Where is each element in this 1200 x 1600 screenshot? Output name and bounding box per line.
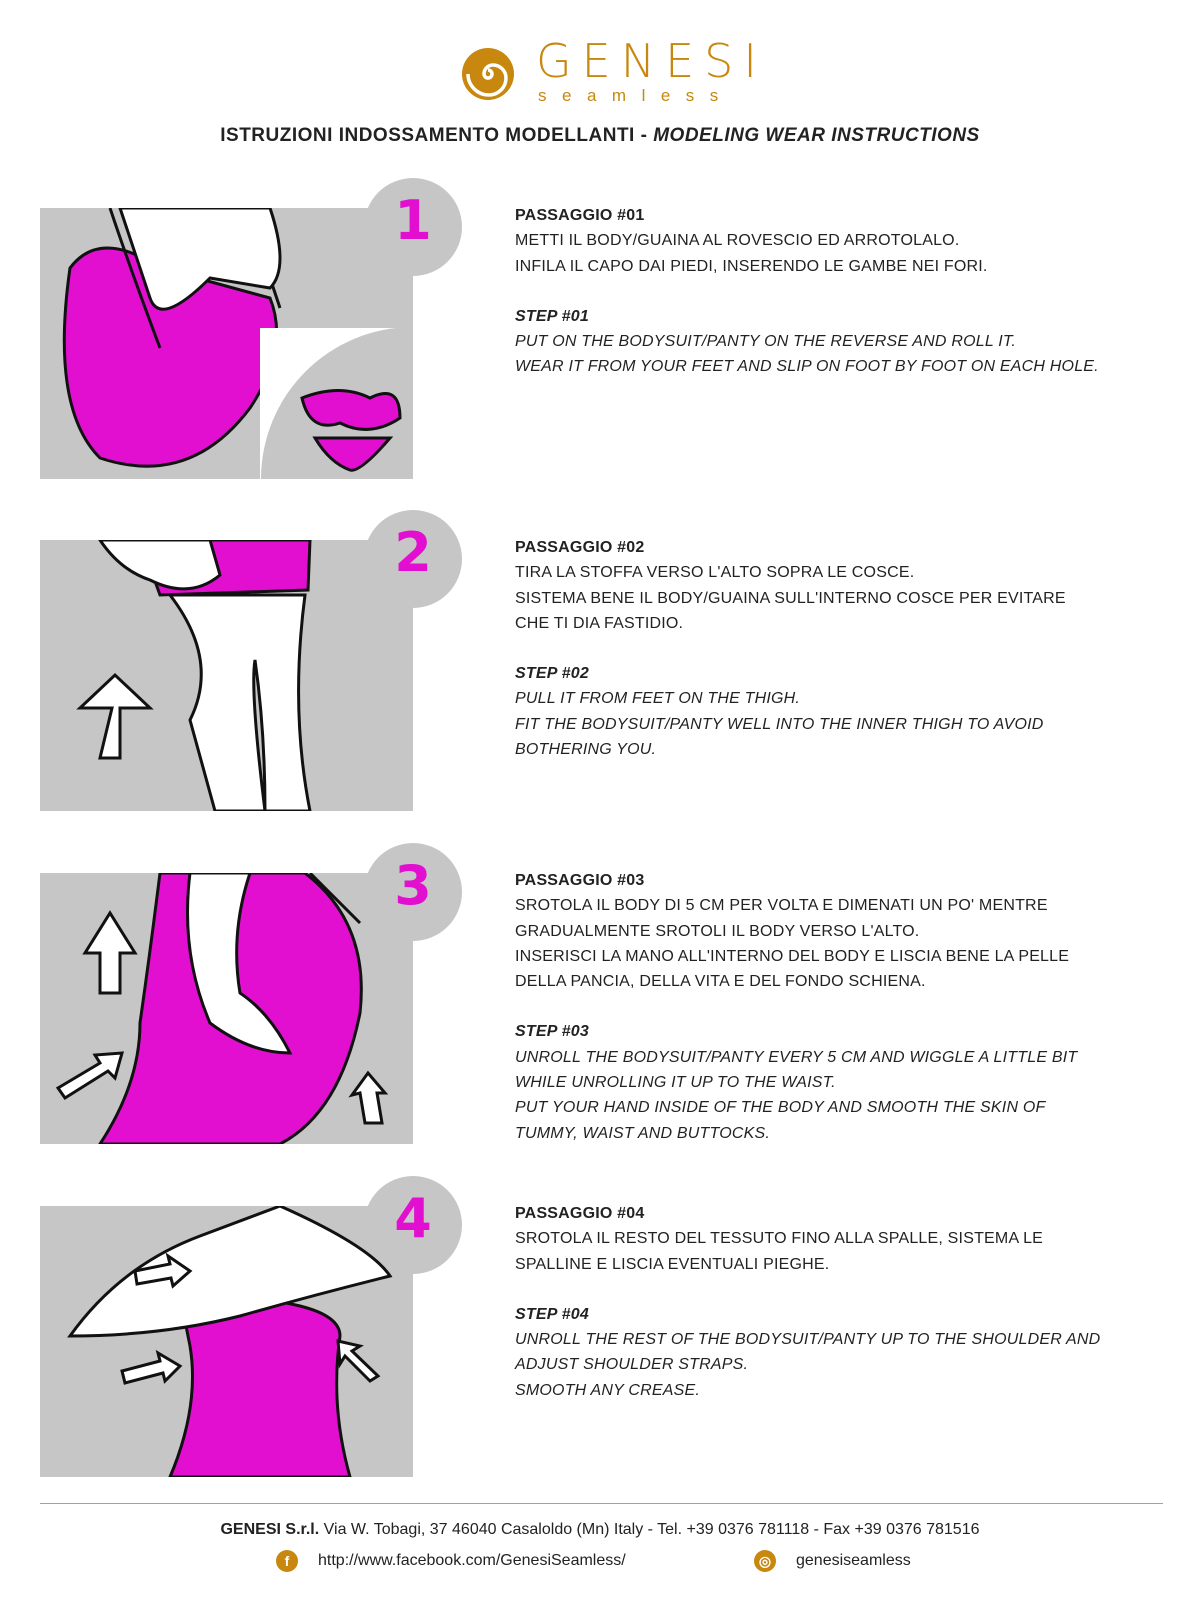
instruction-line-italian: SISTEMA BENE IL BODY/GUAINA SULL'INTERNO… [515, 589, 1066, 607]
footer-address: GENESI S.r.l. Via W. Tobagi, 37 46040 Ca… [0, 1521, 1200, 1539]
facebook-url[interactable]: http://www.facebook.com/GenesiSeamless/ [318, 1552, 626, 1569]
instruction-line-italian: SROTOLA IL BODY DI 5 CM PER VOLTA E DIME… [515, 897, 1048, 915]
instagram-icon: ◎ [754, 1550, 776, 1572]
instruction-line-italian: SPALLINE E LISCIA EVENTUALI PIEGHE. [515, 1255, 830, 1273]
company-name: GENESI S.r.l. [220, 1521, 320, 1538]
instruction-line-italian: TIRA LA STOFFA VERSO L'ALTO SOPRA LE COS… [515, 564, 915, 582]
instruction-line-italian: GRADUALMENTE SROTOLI IL BODY VERSO L'ALT… [515, 922, 920, 940]
step-title-italian: PASSAGGIO #03 [515, 872, 645, 889]
instruction-line-italian: INSERISCI LA MANO ALL'INTERNO DEL BODY E… [515, 947, 1070, 965]
instruction-line-italian: METTI IL BODY/GUAINA AL ROVESCIO ED ARRO… [515, 232, 960, 250]
instagram-handle[interactable]: genesiseamless [796, 1552, 911, 1569]
step-4-illustration [40, 1206, 413, 1477]
genesi-logo: GENESI seamless [460, 34, 757, 106]
step-title-english: STEP #03 [515, 1023, 589, 1041]
step-number: 2 [394, 521, 432, 584]
instruction-line-english: UNROLL THE REST OF THE BODYSUIT/PANTY UP… [515, 1331, 1101, 1349]
step-number: 1 [394, 189, 432, 252]
step-title-english: STEP #01 [515, 307, 589, 325]
step-1-illustration [40, 208, 413, 479]
instruction-line-english: SMOOTH ANY CREASE. [515, 1381, 700, 1399]
step-2-illustration [40, 540, 413, 811]
address-text: Via W. Tobagi, 37 46040 Casaloldo (Mn) I… [319, 1521, 980, 1538]
step-number: 3 [394, 854, 432, 917]
step-3-illustration [40, 873, 413, 1144]
spiral-logo-icon [462, 48, 514, 100]
step-title-italian: PASSAGGIO #04 [515, 1205, 645, 1222]
page-title: ISTRUZIONI INDOSSAMENTO MODELLANTI - MOD… [0, 125, 1200, 147]
step-title-english: STEP #02 [515, 665, 589, 683]
title-english: MODELING WEAR INSTRUCTIONS [653, 125, 980, 146]
instruction-line-english: PUT YOUR HAND INSIDE OF THE BODY AND SMO… [515, 1099, 1046, 1117]
step-title-italian: PASSAGGIO #01 [515, 207, 645, 224]
instruction-line-english: PULL IT FROM FEET ON THE THIGH. [515, 690, 801, 708]
instruction-line-english: UNROLL THE BODYSUIT/PANTY EVERY 5 CM AND… [515, 1048, 1078, 1066]
brand-tagline: seamless [538, 86, 734, 105]
instruction-line-italian: SROTOLA IL RESTO DEL TESSUTO FINO ALLA S… [515, 1230, 1044, 1248]
step-title-italian: PASSAGGIO #02 [515, 539, 645, 556]
step-title-english: STEP #04 [515, 1305, 589, 1323]
step-number: 4 [394, 1187, 432, 1250]
facebook-icon: f [276, 1550, 298, 1572]
facebook-link[interactable]: f http://www.facebook.com/GenesiSeamless/ [276, 1550, 626, 1572]
instruction-line-english: WHILE UNROLLING IT UP TO THE WAIST. [515, 1074, 836, 1092]
footer-divider [40, 1503, 1163, 1504]
instruction-line-italian: INFILA IL CAPO DAI PIEDI, INSERENDO LE G… [515, 257, 988, 275]
instagram-link[interactable]: ◎ genesiseamless [754, 1550, 911, 1572]
instruction-line-english: WEAR IT FROM YOUR FEET AND SLIP ON FOOT … [515, 358, 1099, 376]
instruction-line-italian: CHE TI DIA FASTIDIO. [515, 614, 684, 632]
brand-name: GENESI [536, 34, 767, 88]
instruction-line-english: TUMMY, WAIST AND BUTTOCKS. [515, 1124, 771, 1142]
instruction-line-english: BOTHERING YOU. [515, 741, 657, 759]
instruction-line-italian: DELLA PANCIA, DELLA VITA E DEL FONDO SCH… [515, 973, 926, 991]
instruction-line-english: ADJUST SHOULDER STRAPS. [515, 1356, 749, 1374]
instruction-line-english: FIT THE BODYSUIT/PANTY WELL INTO THE INN… [515, 715, 1044, 733]
title-italian: ISTRUZIONI INDOSSAMENTO MODELLANTI - [220, 125, 654, 146]
instruction-line-english: PUT ON THE BODYSUIT/PANTY ON THE REVERSE… [515, 333, 1017, 351]
